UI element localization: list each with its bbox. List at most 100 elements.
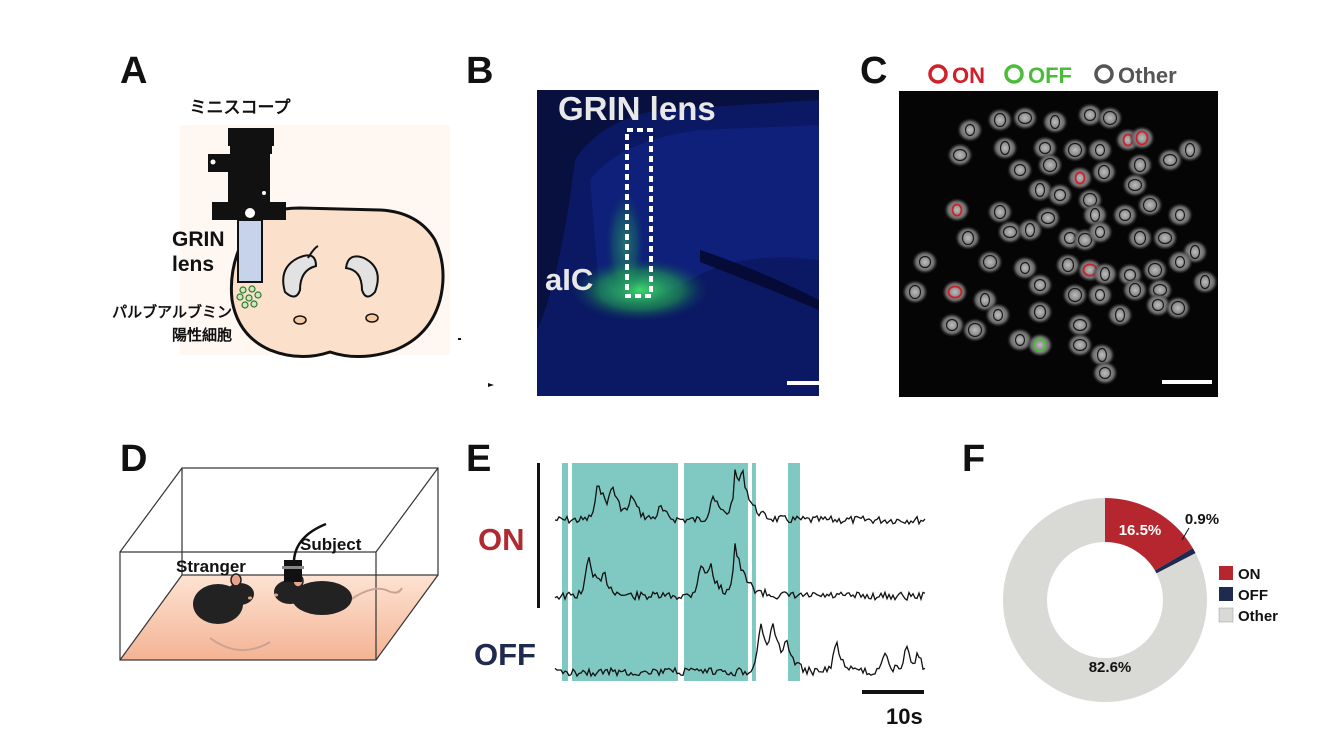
legend-off-label: OFF [1028,63,1072,88]
roi-glow [1177,138,1203,162]
roi-other [1094,225,1106,239]
roi-other [1061,257,1075,273]
cell-type-legend: ON OFF Other [928,63,1177,88]
roi-other [1099,266,1111,282]
roi-glow [1127,226,1153,250]
stranger-mouse-icon [193,573,271,652]
grin-lens-label-line2: lens [172,253,214,276]
roi-glow [939,313,965,337]
roi-other [1033,304,1047,320]
on-trace-label: ON [478,522,525,557]
roi-other [952,148,968,162]
roi-glow [1067,333,1093,357]
roi-other [1170,300,1186,316]
donut-slice-on [1105,498,1193,571]
pv-cells-icon [236,285,262,309]
interaction-epochs [562,463,800,681]
roi-glow [1012,256,1038,280]
donut-label-on: 16.5% [1119,522,1162,539]
roi-glow [987,108,1013,132]
roi-glow [1145,293,1171,317]
roi-other [964,123,976,137]
roi-glow [1087,220,1113,244]
roi-glow [1112,203,1138,227]
roi-glow [1122,278,1148,302]
panel-d: Stranger Subject [119,467,439,661]
roi-other [967,322,983,338]
legend-swatch-off [1219,587,1233,601]
roi-glow [1142,258,1168,282]
roi-glow [1042,110,1068,134]
roi-glow [1007,158,1033,182]
interaction-epoch [752,463,756,681]
roi-glow [1087,138,1113,162]
roi-other [1017,111,1033,125]
roi-glow [1055,253,1081,277]
roi-glow [985,303,1011,327]
roi-glow [992,136,1018,160]
interaction-epoch [572,463,678,681]
roi-glow [955,226,981,250]
roi-other [1174,208,1186,222]
arena-box [119,467,439,661]
roi-other [993,204,1007,220]
panel-letter-f: F [962,438,986,480]
legend-swatch-on [1219,566,1233,580]
off-trace-label: OFF [474,637,536,672]
roi-other [945,318,959,332]
donut-label-off: 0.9% [1185,511,1219,528]
roi-glow [1037,153,1063,177]
stranger-label: Stranger [176,557,246,576]
roi-glow [1092,361,1118,385]
grin-lens-track [625,128,653,298]
brain-section [229,206,445,359]
roi-other [1098,366,1112,380]
panel-a: ミニスコープ GRIN lens パルブアルブミン 陽性細胞 [112,97,494,387]
donut-slice-other [1003,498,1207,702]
roi-other [918,255,932,269]
roi-glow [1007,328,1033,352]
panel-c: ON OFF Other [899,63,1218,397]
roi-glow [912,250,938,274]
roi-other [1189,244,1201,260]
roi-other [1042,157,1058,173]
panel-b: GRIN lens aIC [537,90,833,396]
cell-map-rois [902,103,1218,385]
roi-glow [1192,270,1218,294]
time-scale-label: 10s [886,704,923,729]
roi-other [1162,153,1178,167]
roi-glow [987,200,1013,224]
roi-glow [1165,296,1191,320]
roi-glow [1157,148,1183,172]
roi-glow [957,118,983,142]
roi-other [1127,178,1143,192]
roi-other [1199,274,1211,290]
brain-structure-left [293,315,307,325]
roi-glow [1017,218,1043,242]
roi-glow [977,250,1003,274]
donut-legend-other: Other [1238,608,1278,625]
interaction-epoch [562,463,568,681]
roi-other [1072,338,1088,352]
roi-other [1034,182,1046,198]
legend-on-label: ON [952,63,985,88]
panel-letter-d: D [120,438,148,480]
grin-lens-icon [237,219,263,283]
roi-glow [1027,273,1053,297]
roi-other [1019,261,1031,275]
roi-glow [947,143,973,167]
off-trace-1 [554,623,926,678]
roi-glow [1091,160,1117,184]
aic-text: aIC [545,262,593,297]
roi-other [993,112,1007,128]
roi-glow [1107,303,1133,327]
donut-leader-line [1181,527,1190,541]
roi-other [1142,197,1158,213]
pv-cells-label-line2: 陽性細胞 [172,326,232,344]
on-traces-bracket [537,463,540,608]
roi-other [1118,208,1132,222]
roi-other [1024,222,1036,238]
roi-other [1049,114,1061,130]
roi-glow [1027,333,1053,357]
